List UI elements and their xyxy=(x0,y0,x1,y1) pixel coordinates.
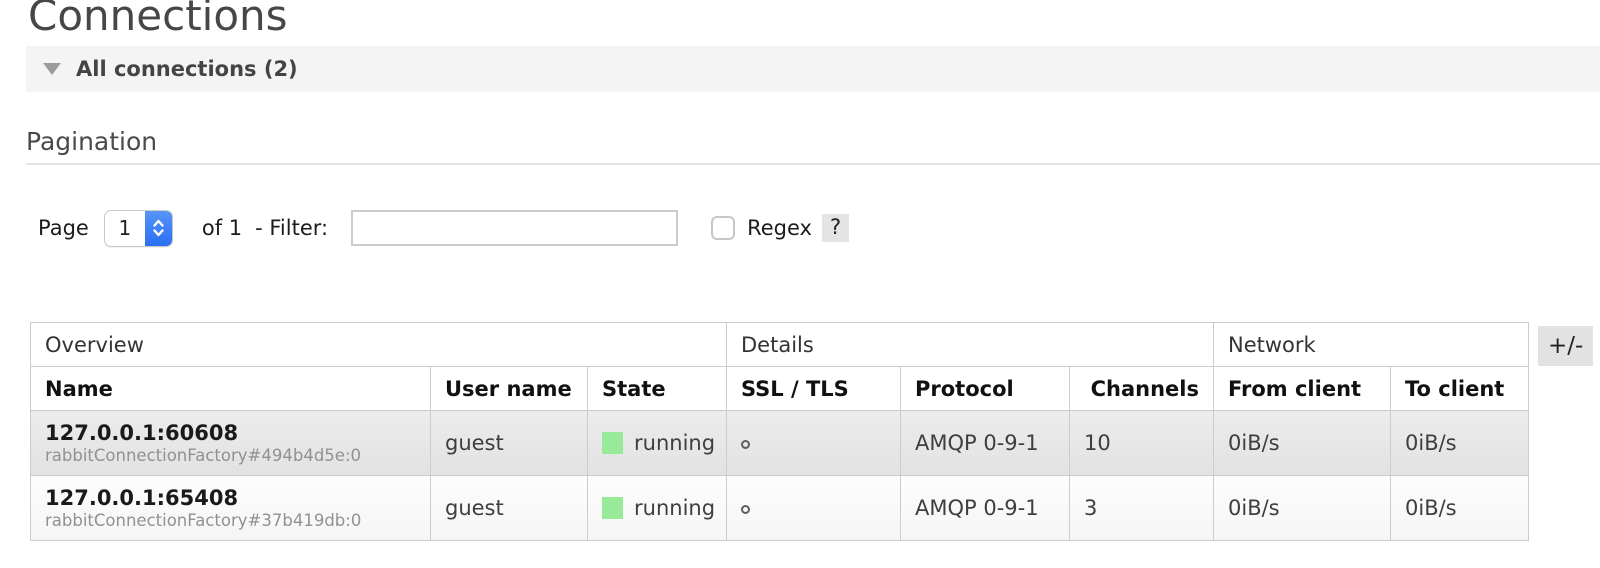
connections-table-container: Overview Details Network Name User name … xyxy=(30,322,1600,541)
state-label: running xyxy=(634,431,716,455)
state-cell: running xyxy=(587,410,727,476)
pagination-form: Page 1 of 1 - Filter: Regex ? xyxy=(38,209,1600,247)
connection-name[interactable]: 127.0.0.1:65408 xyxy=(45,486,239,510)
table-row[interactable]: 127.0.0.1:60608 rabbitConnectionFactory#… xyxy=(30,410,1529,476)
filter-label: - Filter: xyxy=(255,216,329,240)
page-label: Page xyxy=(38,216,89,240)
running-state-icon xyxy=(602,497,623,519)
to-client-cell: 0iB/s xyxy=(1390,475,1529,541)
from-client-cell: 0iB/s xyxy=(1213,410,1391,476)
toggle-columns-button[interactable]: +/- xyxy=(1538,326,1594,366)
regex-checkbox[interactable] xyxy=(711,216,736,240)
regex-label: Regex xyxy=(747,216,812,240)
ssl-tls-cell xyxy=(726,410,901,476)
page-title: Connections xyxy=(28,0,288,40)
section-label: All connections (2) xyxy=(76,57,298,81)
connection-name[interactable]: 127.0.0.1:60608 xyxy=(45,421,239,445)
collapse-triangle-icon xyxy=(43,63,61,75)
group-overview: Overview xyxy=(30,322,727,367)
ssl-off-icon xyxy=(741,504,750,514)
page-select[interactable]: 1 xyxy=(103,209,173,247)
connections-table: Overview Details Network Name User name … xyxy=(30,322,1529,541)
col-header-state[interactable]: State xyxy=(587,366,727,411)
table-row[interactable]: 127.0.0.1:65408 rabbitConnectionFactory#… xyxy=(30,475,1529,541)
protocol-cell: AMQP 0-9-1 xyxy=(900,410,1070,476)
state-cell: running xyxy=(587,475,727,541)
channels-cell: 3 xyxy=(1069,475,1214,541)
pagination-divider xyxy=(26,163,1600,165)
from-client-cell: 0iB/s xyxy=(1213,475,1391,541)
all-connections-section-header[interactable]: All connections (2) xyxy=(26,46,1600,92)
col-header-channels[interactable]: Channels xyxy=(1069,366,1214,411)
page-count-label: of 1 xyxy=(201,216,243,240)
col-header-user-name[interactable]: User name xyxy=(430,366,588,411)
user-name-cell: guest xyxy=(430,410,588,476)
connection-name-cell[interactable]: 127.0.0.1:65408 rabbitConnectionFactory#… xyxy=(30,475,431,541)
channels-cell: 10 xyxy=(1069,410,1214,476)
user-name-cell: guest xyxy=(430,475,588,541)
column-group-row: Overview Details Network xyxy=(30,322,1529,367)
select-stepper-icon xyxy=(144,210,172,246)
group-details: Details xyxy=(726,322,1214,367)
protocol-cell: AMQP 0-9-1 xyxy=(900,475,1070,541)
to-client-cell: 0iB/s xyxy=(1390,410,1529,476)
pagination-heading: Pagination xyxy=(26,127,158,156)
col-header-name[interactable]: Name xyxy=(30,366,431,411)
col-header-protocol[interactable]: Protocol xyxy=(900,366,1070,411)
filter-input[interactable] xyxy=(351,210,679,246)
group-network: Network xyxy=(1213,322,1529,367)
state-label: running xyxy=(634,496,716,520)
column-header-row: Name User name State SSL / TLS Protocol … xyxy=(30,366,1529,411)
col-header-from-client[interactable]: From client xyxy=(1213,366,1391,411)
col-header-ssl-tls[interactable]: SSL / TLS xyxy=(726,366,901,411)
regex-help-button[interactable]: ? xyxy=(821,214,850,242)
connection-name-cell[interactable]: 127.0.0.1:60608 rabbitConnectionFactory#… xyxy=(30,410,431,476)
col-header-to-client[interactable]: To client xyxy=(1390,366,1529,411)
ssl-tls-cell xyxy=(726,475,901,541)
running-state-icon xyxy=(602,432,623,454)
page-select-value: 1 xyxy=(118,216,132,240)
connection-client-ref: rabbitConnectionFactory#37b419db:0 xyxy=(45,511,362,530)
ssl-off-icon xyxy=(741,439,750,449)
connection-client-ref: rabbitConnectionFactory#494b4d5e:0 xyxy=(45,446,361,465)
